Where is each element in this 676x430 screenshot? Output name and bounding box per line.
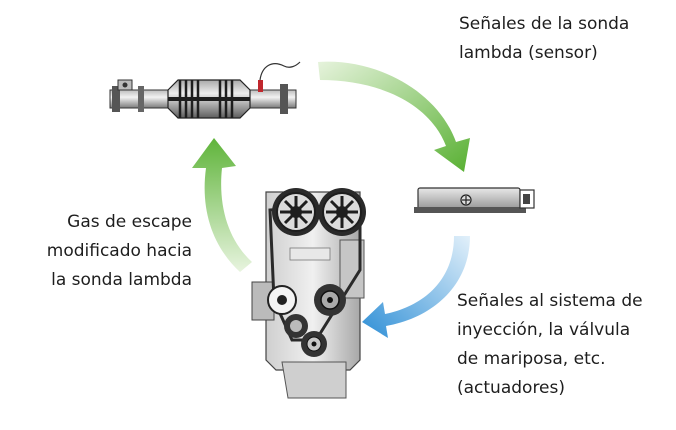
exhaust-pipe-icon (109, 61, 301, 119)
actuator-signals-line-1: Señales al sistema de (457, 291, 643, 311)
exhaust-gas-label: Gas de escape modificado hacia la sonda … (14, 208, 192, 295)
engine-icon (251, 188, 366, 399)
sensor-signals-label: Señales de la sonda lambda (sensor) (459, 10, 629, 68)
actuator-signals-label: Señales al sistema de inyección, la válv… (457, 287, 643, 403)
sensor-signals-line-1: Señales de la sonda (459, 14, 630, 34)
exhaust-gas-line-3: la sonda lambda (51, 270, 192, 290)
actuator-signals-line-4: (actuadores) (457, 378, 566, 398)
actuator-signals-line-2: inyección, la válvula (457, 320, 631, 340)
ecu-icon (414, 187, 535, 213)
arrow-to-exhaust (192, 138, 252, 272)
exhaust-gas-line-2: modificado hacia (46, 241, 192, 261)
sensor-signals-line-2: lambda (sensor) (459, 43, 598, 63)
arrow-to-engine (362, 236, 470, 338)
exhaust-gas-line-1: Gas de escape (67, 212, 192, 232)
actuator-signals-line-3: de mariposa, etc. (457, 349, 606, 369)
arrow-to-ecu (318, 61, 470, 173)
